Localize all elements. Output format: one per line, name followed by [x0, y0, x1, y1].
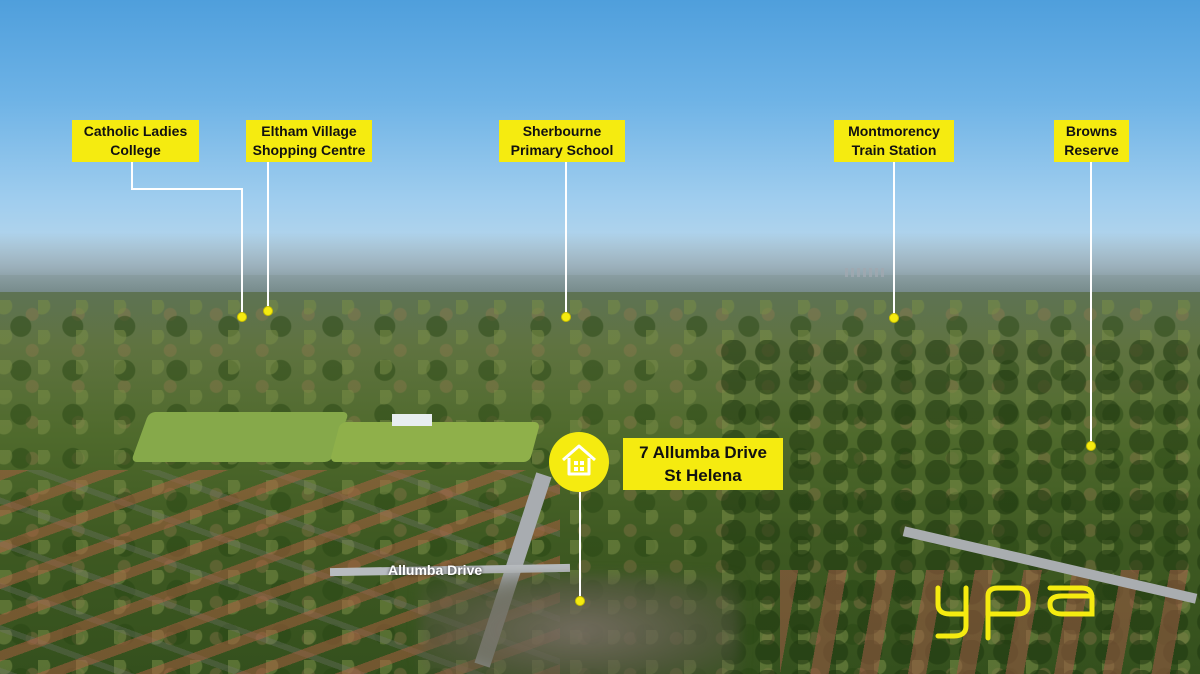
property-marker: [575, 596, 585, 606]
ypa-logo: [932, 582, 1132, 642]
landmark-label-catholic-ladies-college: Catholic Ladies College: [72, 120, 199, 162]
property-leader-line: [579, 492, 581, 600]
address-line-1: 7 Allumba Drive: [639, 443, 767, 462]
house-icon: [559, 440, 599, 485]
landmark-label-browns-reserve: Browns Reserve: [1054, 120, 1129, 162]
landmark-label-eltham-village-shopping-centre: Eltham Village Shopping Centre: [246, 120, 372, 162]
leader-line: [1090, 162, 1092, 446]
property-pin: [549, 432, 609, 492]
address-line-2: St Helena: [664, 466, 742, 485]
landmark-marker: [889, 313, 899, 323]
landmark-marker: [1086, 441, 1096, 451]
landmark-marker: [237, 312, 247, 322]
leader-line: [565, 162, 567, 316]
landmark-label-sherbourne-primary-school: Sherbourne Primary School: [499, 120, 625, 162]
landmark-marker: [561, 312, 571, 322]
sports-oval: [329, 422, 541, 462]
horizon-haze: [0, 232, 1200, 292]
leader-line: [267, 162, 269, 310]
distant-city-skyline: [845, 268, 885, 277]
leader-line: [241, 188, 243, 316]
leader-line: [893, 162, 895, 318]
property-address-label: 7 Allumba Drive St Helena: [623, 438, 783, 490]
pavilion: [392, 414, 432, 426]
leader-line: [131, 188, 243, 190]
landmark-marker: [263, 306, 273, 316]
street-label: Allumba Drive: [388, 562, 483, 578]
leader-line: [131, 162, 133, 190]
landmark-label-montmorency-train-station: Montmorency Train Station: [834, 120, 954, 162]
sports-oval: [130, 412, 350, 462]
